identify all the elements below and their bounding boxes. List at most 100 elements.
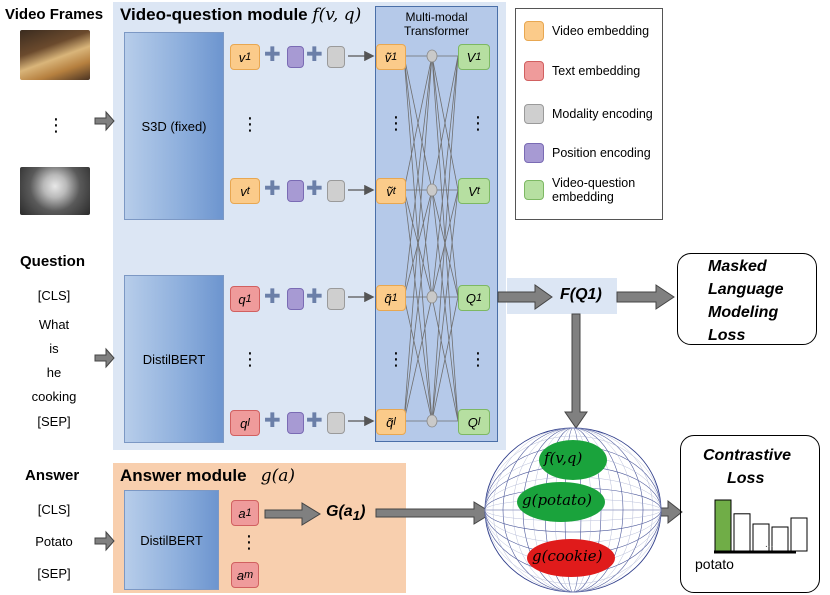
tokens-vdots: ⋮ — [241, 114, 259, 134]
legend-item: Video embedding — [524, 21, 660, 41]
sphere-label-g-potato: g(potato) — [522, 491, 592, 509]
contrastive-loss-line-1: Contrastive — [703, 447, 792, 464]
question-label: Question — [20, 253, 86, 270]
position-encoding-block — [287, 180, 304, 202]
token-tilde-ql: q̃l — [376, 409, 406, 435]
transformer-out-vdots: ⋮ — [469, 349, 487, 369]
question-token-5: [SEP] — [37, 414, 71, 429]
arrow-q1-to-fq1 — [497, 284, 553, 310]
plus-icon: ✚ — [264, 44, 281, 66]
position-encoding-block — [287, 412, 304, 434]
plus-icon: ✚ — [306, 44, 323, 66]
frames-vdots: ⋮ — [47, 115, 65, 135]
transformer-in-vdots: ⋮ — [387, 113, 405, 133]
plus-icon: ✚ — [306, 286, 323, 308]
token-tilde-q1: q̃1 — [376, 285, 406, 311]
answer-label: Answer — [25, 467, 80, 484]
transformer-node — [426, 290, 438, 304]
answer-tokens-vdots: ⋮ — [240, 532, 258, 552]
plus-icon: ✚ — [306, 410, 323, 432]
legend-item: Modality encoding — [524, 104, 660, 124]
transformer-lines — [403, 55, 459, 422]
modality-encoding-block — [327, 288, 345, 310]
tokens-vdots: ⋮ — [241, 349, 259, 369]
position-encoding-block — [287, 46, 304, 68]
plus-icon: ✚ — [306, 178, 323, 200]
transformer-node — [426, 49, 438, 63]
transformer-node — [426, 414, 438, 428]
arrow-answer-to-distilbert — [94, 530, 115, 552]
video-frames-label: Video Frames — [5, 6, 104, 23]
legend-swatch — [524, 143, 544, 163]
answer-token-1: Potato — [35, 534, 73, 549]
plus-icon: ✚ — [264, 286, 281, 308]
legend-item: Video-question embedding — [524, 176, 660, 204]
mlm-loss-box: Masked Language Modeling Loss — [677, 253, 817, 345]
arrow-question-to-distilbert — [94, 347, 115, 369]
arrow-ga1-to-sphere — [375, 501, 493, 525]
legend-swatch — [524, 61, 544, 81]
g-a1-label: G(a1) — [326, 503, 366, 524]
transformer-in-vdots: ⋮ — [387, 349, 405, 369]
answer-module-title: Answer module g(a) — [120, 466, 296, 486]
question-token-1: What — [38, 317, 70, 332]
legend: Video embedding Text embedding Modality … — [515, 8, 663, 220]
legend-swatch — [524, 21, 544, 41]
bars-ellipsis: ... — [765, 539, 773, 550]
arrow-a1-to-ga1 — [264, 502, 321, 526]
transformer-out-vdots: ⋮ — [469, 113, 487, 133]
legend-item: Text embedding — [524, 61, 660, 81]
arrow-fq1-to-sphere — [564, 313, 588, 429]
distilbert-answer-encoder: DistilBERT — [124, 490, 219, 590]
mlm-loss-line-1: Masked — [708, 258, 767, 275]
legend-swatch — [524, 180, 544, 200]
modality-encoding-block — [327, 412, 345, 434]
mlm-loss-line-2: Language — [708, 281, 784, 298]
answer-token-2: [SEP] — [37, 566, 71, 581]
embedding-sphere — [484, 427, 662, 593]
legend-item: Position encoding — [524, 143, 660, 163]
position-encoding-block — [287, 288, 304, 310]
question-token-0: [CLS] — [37, 288, 71, 303]
transformer-node — [426, 183, 438, 197]
arrow-frames-to-s3d — [94, 110, 115, 132]
mlm-loss-line-4: Loss — [708, 327, 746, 344]
distilbert-question-encoder: DistilBERT — [124, 275, 224, 443]
f-q1-label: F(Q1) — [560, 286, 602, 303]
contrastive-loss-line-2: Loss — [727, 470, 765, 487]
transformer-title: Multi-modal Transformer — [404, 10, 469, 38]
modality-encoding-block — [327, 180, 345, 202]
s3d-encoder: S3D (fixed) — [124, 32, 224, 220]
potato-bar-label: potato — [695, 556, 734, 572]
plus-icon: ✚ — [264, 410, 281, 432]
answer-token-0: [CLS] — [37, 502, 71, 517]
sphere-label-g-cookie: g(cookie) — [532, 547, 603, 565]
question-token-2: is — [49, 341, 59, 356]
video-frame-bread-image — [20, 30, 90, 80]
legend-swatch — [524, 104, 544, 124]
arrow-fq1-to-mlm — [616, 284, 675, 310]
question-token-3: he — [46, 365, 62, 380]
contrastive-bar — [790, 517, 808, 552]
video-frame-grater-image — [20, 167, 90, 215]
question-token-4: cooking — [31, 389, 77, 404]
vq-module-title: Video-question module f(v, q) — [120, 5, 362, 25]
mlm-loss-line-3: Modeling — [708, 304, 779, 321]
modality-encoding-block — [327, 46, 345, 68]
contrastive-loss-box: Contrastive Loss — [680, 435, 820, 593]
plus-icon: ✚ — [264, 178, 281, 200]
sphere-label-f: f(v,q) — [544, 449, 583, 467]
